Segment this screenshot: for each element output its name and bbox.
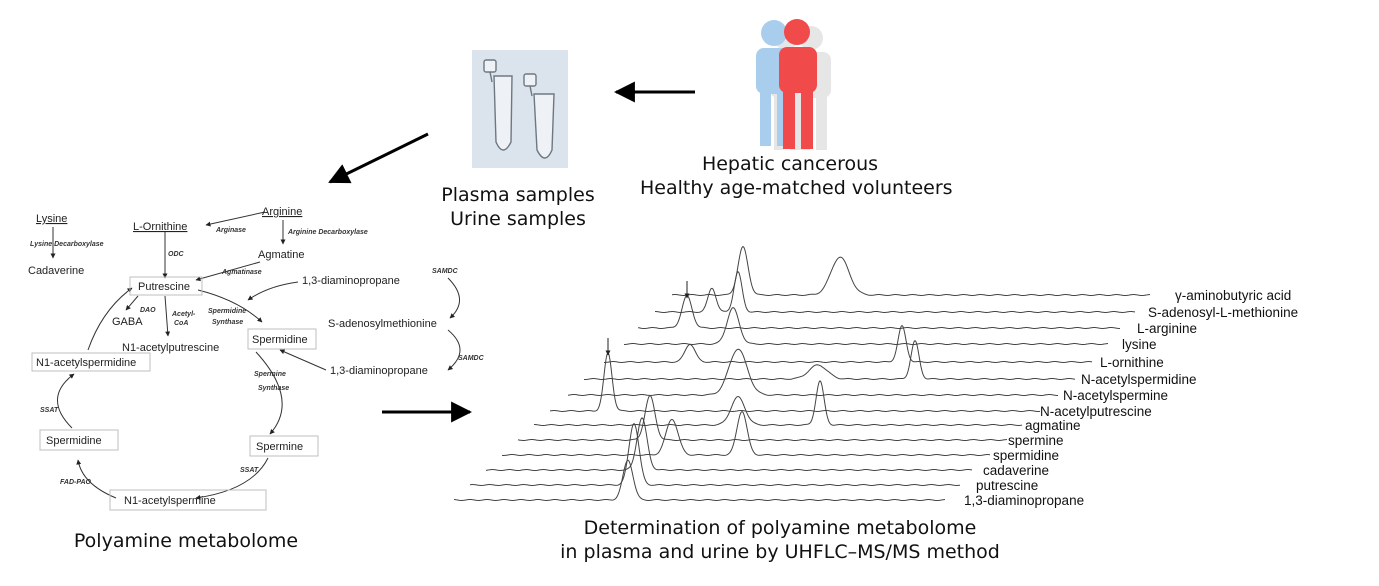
node-cadaverine: Cadaverine (28, 265, 84, 277)
enzyme-ssat-left: SSAT (40, 407, 59, 414)
chromatogram-caption: Determination of polyamine metabolome in… (520, 516, 1040, 564)
trace-line (604, 324, 1093, 364)
volunteers-line-1: Hepatic cancerous (701, 153, 879, 175)
node-acetylspermidine: N1-acetylspermidine (36, 357, 136, 369)
enzyme-arginase: Arginase (215, 227, 246, 234)
pathway-node-boxes (31, 276, 319, 511)
trace-label: lysine (1122, 337, 1157, 352)
trace-line (624, 307, 1109, 345)
samples-line-2: Urine samples (450, 208, 586, 230)
arrow-samples-to-pathway (328, 132, 429, 184)
trace-line (671, 245, 1151, 296)
enzyme-agmatinase: Agmatinase (221, 269, 262, 276)
flow-arrows (328, 81, 695, 423)
node-spermine: Spermine (256, 441, 303, 453)
enzyme-lysine-decarboxylase: Lysine Decarboxylase (30, 241, 104, 248)
trace-label: 1,3-diaminopropane (964, 493, 1084, 508)
trace-line (469, 422, 961, 486)
node-arginine: Arginine (262, 206, 302, 218)
chromatogram-caption-line-2: in plasma and urine by UHFLC–MS/MS metho… (560, 541, 1000, 563)
trace-line (453, 459, 946, 501)
trace-label: L-arginine (1137, 321, 1197, 336)
samples-caption: Plasma samples Urine samples (418, 183, 618, 231)
trace-label: spermine (1008, 433, 1064, 448)
peak-markers (605, 281, 690, 356)
node-sam: S-adenosylmethionine (328, 318, 437, 330)
node-putrescine: Putrescine (138, 281, 190, 293)
enzyme-samdc-2: SAMDC (458, 355, 485, 362)
trace-line (567, 348, 1058, 396)
enzyme-spermine-synthase-1: Spermine (254, 371, 286, 378)
chromatogram-caption-line-1: Determination of polyamine metabolome (583, 517, 977, 539)
enzyme-dao: DAO (140, 307, 156, 314)
volunteers-line-2: Healthy age-matched volunteers (640, 177, 953, 199)
sample-tubes-icon (472, 50, 568, 168)
trace-line (485, 417, 973, 471)
pathway-caption: Polyamine metabolome (73, 530, 299, 552)
enzyme-spermidine-synthase-1: Spermidine (208, 308, 246, 315)
trace-line (534, 379, 1023, 427)
node-spermidine-right: Spermidine (252, 334, 308, 346)
trace-line (501, 410, 991, 456)
chromatogram-traces (453, 245, 1151, 501)
enzyme-samdc-1: SAMDC (432, 268, 459, 275)
enzyme-fad-pao: FAD-PAO (60, 479, 92, 486)
trace-label: L-ornithine (1100, 355, 1164, 370)
node-gaba: GABA (112, 316, 143, 328)
enzyme-arginine-decarboxylase: Arginine Decarboxylase (287, 229, 368, 236)
node-acetylputrescine: N1-acetylputrescine (122, 342, 219, 354)
node-spermidine-left: Spermidine (46, 435, 102, 447)
enzyme-spermidine-synthase-2: Synthase (212, 319, 243, 326)
node-dap1: 1,3-diaminopropane (302, 275, 400, 287)
trace-label: putrescine (976, 478, 1038, 493)
trace-label: S-adenosyl-L-methionine (1148, 305, 1298, 320)
trace-label: spermidine (993, 448, 1059, 463)
enzyme-acetylcoa-1: Acetyl- (171, 311, 196, 318)
trace-line (655, 270, 1136, 314)
enzyme-acetylcoa-2: CoA (174, 320, 188, 327)
node-ornithine: L-Ornithine (133, 221, 187, 233)
trace-label: γ-aminobutyric acid (1175, 288, 1291, 303)
trace-line (637, 294, 1120, 329)
trace-label: cadaverine (983, 463, 1049, 478)
trace-label: agmatine (1025, 418, 1081, 433)
trace-line (584, 339, 1076, 380)
samples-line-1: Plasma samples (441, 184, 595, 206)
volunteers-caption: Hepatic cancerous Healthy age-matched vo… (640, 152, 953, 200)
enzyme-ssat-right: SSAT (240, 467, 259, 474)
trace-line (549, 351, 1041, 412)
node-agmatine: Agmatine (258, 249, 304, 261)
enzyme-spermine-synthase-2: Synthase (258, 385, 289, 392)
chromatogram-trace-labels: γ-aminobutyric acidS-adenosyl-L-methioni… (964, 288, 1298, 508)
node-acetylspermine: N1-acetylspermine (124, 495, 216, 507)
trace-label: N-acetylspermine (1063, 388, 1168, 403)
volunteers-icon (756, 19, 831, 150)
trace-label: N-acetylputrescine (1040, 404, 1152, 419)
node-lysine: Lysine (36, 213, 67, 225)
enzyme-odc: ODC (168, 251, 185, 258)
trace-label: N-acetylspermidine (1081, 372, 1197, 387)
node-dap2: 1,3-diaminopropane (330, 365, 428, 377)
pathway-arrows (50, 211, 461, 500)
trace-line (517, 394, 1008, 441)
